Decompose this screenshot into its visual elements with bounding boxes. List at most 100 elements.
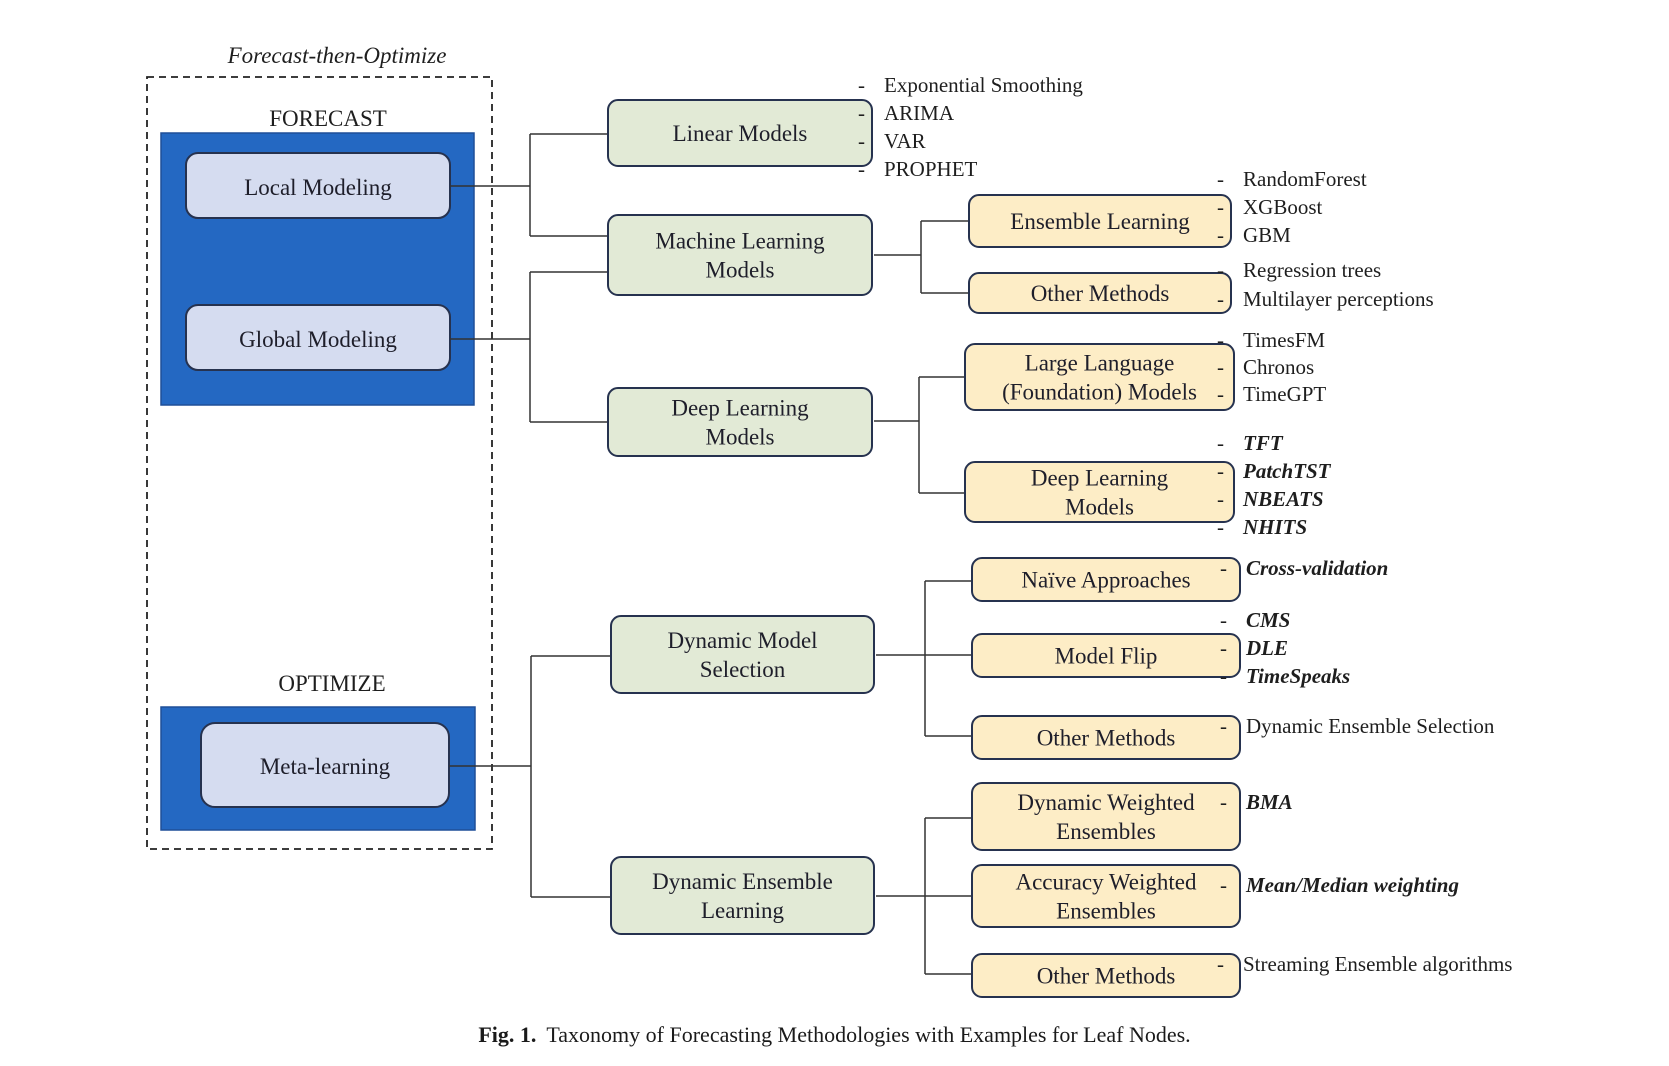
example-item: NBEATS	[1242, 487, 1324, 511]
list-bullet: -	[858, 101, 865, 125]
level2-label: Deep Learning	[1031, 466, 1169, 491]
list-bullet: -	[1220, 873, 1227, 897]
level2-label: Ensemble Learning	[1010, 209, 1190, 234]
list-bullet: -	[1217, 487, 1224, 511]
level2-node	[971, 715, 1241, 760]
level2-label: Ensembles	[1056, 899, 1156, 924]
level2-node	[968, 194, 1232, 248]
level2-label: Dynamic Weighted	[1017, 790, 1195, 815]
example-item: XGBoost	[1243, 195, 1323, 219]
level2-node	[968, 272, 1232, 314]
list-bullet: -	[1220, 556, 1227, 580]
example-item: PatchTST	[1242, 459, 1332, 483]
level1-label: Selection	[700, 657, 786, 682]
level1-node	[607, 99, 873, 167]
list-bullet: -	[858, 157, 865, 181]
example-item: PROPHET	[884, 157, 978, 181]
connector-lines	[449, 133, 972, 975]
list-bullet: -	[1217, 382, 1224, 406]
global-modeling-label: Global Modeling	[239, 327, 397, 352]
example-item: Dynamic Ensemble Selection	[1246, 714, 1495, 738]
example-item: Multilayer perceptions	[1243, 287, 1434, 311]
example-item: CMS	[1246, 608, 1290, 632]
list-bullet: -	[1220, 790, 1227, 814]
level2-node	[964, 343, 1235, 411]
example-item: BMA	[1245, 790, 1293, 814]
list-bullet: -	[1217, 287, 1224, 311]
level1-label: Deep Learning	[671, 396, 809, 421]
level1-node	[610, 856, 875, 935]
level1-node	[607, 387, 873, 457]
level2-node	[971, 557, 1241, 602]
meta-learning-node	[200, 722, 450, 808]
global-modeling-node	[185, 304, 451, 371]
list-bullet: -	[1217, 195, 1224, 219]
level1-label: Models	[706, 425, 775, 450]
example-item: TFT	[1243, 431, 1284, 455]
level2-label: Models	[1065, 495, 1134, 520]
example-item: Streaming Ensemble algorithms	[1243, 952, 1512, 976]
level2-label: Model Flip	[1055, 644, 1158, 669]
example-item: TimeGPT	[1243, 382, 1326, 406]
list-bullet: -	[858, 73, 865, 97]
list-bullet: -	[1217, 355, 1224, 379]
level2-label: (Foundation) Models	[1002, 380, 1197, 405]
list-bullet: -	[1217, 459, 1224, 483]
example-item: Regression trees	[1243, 258, 1381, 282]
optimize-header: OPTIMIZE	[278, 671, 385, 696]
level2-label: Naïve Approaches	[1021, 568, 1190, 593]
level2-node	[971, 633, 1241, 678]
level1-label: Learning	[701, 898, 785, 923]
example-lists: -Exponential Smoothing-ARIMA-VAR-PROPHET…	[858, 73, 1512, 976]
level1-label: Linear Models	[673, 121, 808, 146]
level2-label: Ensembles	[1056, 819, 1156, 844]
list-bullet: -	[1217, 223, 1224, 247]
level1-label: Machine Learning	[655, 229, 825, 254]
list-bullet: -	[1217, 431, 1224, 455]
local-modeling-label: Local Modeling	[244, 175, 392, 200]
level1-node	[610, 615, 875, 694]
figure-caption: Fig. 1. Taxonomy of Forecasting Methodolo…	[0, 1022, 1669, 1048]
caption-label: Fig. 1.	[478, 1022, 537, 1047]
level2-label: Other Methods	[1037, 726, 1176, 751]
level2-node	[964, 461, 1235, 523]
meta-learning-label: Meta-learning	[260, 754, 391, 779]
example-item: VAR	[884, 129, 926, 153]
level1-label: Dynamic Model	[667, 628, 817, 653]
example-item: Mean/Median weighting	[1245, 873, 1459, 897]
list-bullet: -	[1220, 714, 1227, 738]
example-item: ARIMA	[884, 101, 955, 125]
example-item: DLE	[1245, 636, 1288, 660]
example-item: GBM	[1243, 223, 1291, 247]
caption-text: Taxonomy of Forecasting Methodologies wi…	[546, 1022, 1191, 1047]
level2-node	[971, 864, 1241, 928]
level2-label: Large Language	[1025, 351, 1175, 376]
level2-node	[971, 953, 1241, 998]
example-item: Chronos	[1243, 355, 1314, 379]
level1-label: Dynamic Ensemble	[652, 869, 833, 894]
level2-node	[971, 782, 1241, 851]
taxonomy-diagram: Forecast-then-Optimize FORECAST Local Mo…	[146, 43, 1512, 998]
level1-label: Models	[706, 258, 775, 283]
frame-title: Forecast-then-Optimize	[227, 43, 447, 68]
forecast-then-optimize-frame	[146, 76, 493, 850]
level1-node	[607, 214, 873, 296]
level2-label: Other Methods	[1037, 964, 1176, 989]
example-item: Cross-validation	[1246, 556, 1388, 580]
list-bullet: -	[1217, 328, 1224, 352]
list-bullet: -	[1220, 664, 1227, 688]
list-bullet: -	[1217, 258, 1224, 282]
list-bullet: -	[1220, 608, 1227, 632]
example-item: TimeSpeaks	[1246, 664, 1350, 688]
list-bullet: -	[1217, 515, 1224, 539]
list-bullet: -	[858, 129, 865, 153]
example-item: NHITS	[1242, 515, 1307, 539]
forecast-header: FORECAST	[269, 106, 387, 131]
level2-label: Accuracy Weighted	[1015, 870, 1197, 895]
example-item: RandomForest	[1243, 167, 1367, 191]
example-item: Exponential Smoothing	[884, 73, 1083, 97]
list-bullet: -	[1217, 952, 1224, 976]
example-item: TimesFM	[1243, 328, 1325, 352]
